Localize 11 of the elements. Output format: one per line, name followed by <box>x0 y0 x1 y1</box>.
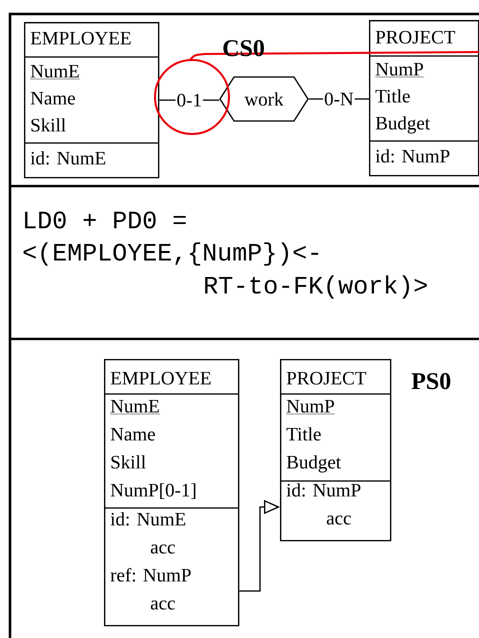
cardinality-label: 0-1 <box>177 94 201 107</box>
entity-box: PROJECT NumP Title Budget id: NumP acc <box>280 359 392 542</box>
schema-label: CS0 <box>223 40 264 56</box>
mapping-text: LD0 + PD0 = <box>25 212 186 228</box>
entity-box: PROJECT NumP Title Budget id: NumP <box>369 20 479 176</box>
entity-box: EMPLOYEE NumE Name Skill id: NumE <box>24 22 160 178</box>
entity-box: EMPLOYEE NumE Name Skill NumP[0-1] id: NumE acc ref: NumP acc <box>104 359 240 626</box>
mapping-text: <(EMPLOYEE,{NumP})<- <box>24 242 318 266</box>
cardinality-label: 0-N <box>324 92 354 106</box>
mapping-text: RT-to-FK(work)> <box>205 275 427 299</box>
relationship-hexagon: work <box>219 76 309 122</box>
